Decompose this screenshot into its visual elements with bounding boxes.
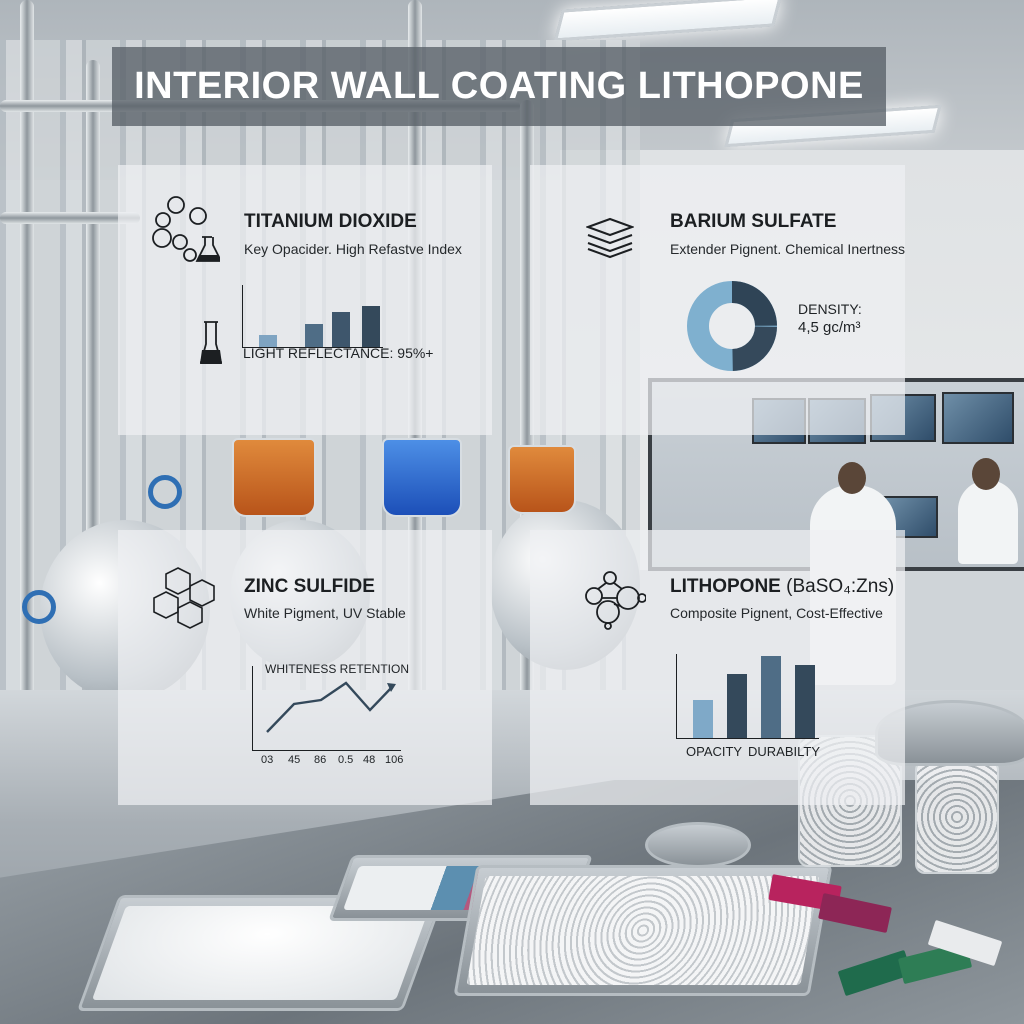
layers-icon (586, 217, 634, 259)
panel-subtitle: Key Opacider. High Refastve Index (244, 241, 462, 257)
light-reflectance-chart (242, 285, 383, 348)
x-tick: 106 (385, 754, 404, 766)
bar (761, 656, 781, 738)
page-title: INTERIOR WALL COATING LITHOPONE (134, 65, 864, 107)
molecule-flask-icon (152, 196, 220, 262)
panel-subtitle: Composite Pignent, Cost-Effective (670, 605, 883, 621)
bar (332, 312, 350, 347)
x-tick: 03 (261, 754, 274, 766)
bar (795, 665, 815, 738)
bar (693, 700, 713, 738)
powder-bowl (645, 822, 751, 868)
lithopone-title: LITHOPONE (670, 576, 781, 597)
x-tick: 45 (288, 754, 301, 766)
density-value: 4,5 gc/m³ (798, 319, 861, 336)
x-tick: 0.5 (338, 754, 354, 766)
panel-title: LITHOPONE (BaSO₄:Zns) (670, 576, 894, 598)
chart-title: WHITENESS RETENTION (265, 662, 410, 676)
bar (259, 335, 277, 347)
x-tick: 48 (363, 754, 376, 766)
opacity-durability-chart (676, 654, 819, 739)
whiteness-retention-chart: WHITENESS RETENTION (252, 662, 409, 751)
panel-subtitle: Extender Pignent. Chemical Inertness (670, 241, 906, 257)
panel-barium-sulfate: BARIUM SULFATE Extender Pignent. Chemica… (530, 165, 905, 435)
orange-vessel (508, 445, 576, 514)
blue-vessel (382, 438, 462, 517)
valve-wheel (148, 475, 182, 509)
molecule-network-icon (585, 571, 646, 630)
x-tick: OPACITY (686, 744, 743, 759)
beads-jar (915, 760, 999, 874)
title-banner: INTERIOR WALL COATING LITHOPONE (112, 47, 886, 126)
valve-wheel (22, 590, 56, 624)
density-donut-chart (687, 281, 777, 371)
monitor (942, 392, 1014, 444)
bar (727, 674, 747, 738)
panel-titanium-dioxide: TITANIUM DIOXIDE Key Opacider. High Refa… (118, 165, 492, 435)
chart-caption: LIGHT REFLECTANCE: 95%+ (243, 345, 434, 361)
hexagon-lattice-icon (153, 567, 215, 629)
flask-icon (200, 321, 222, 364)
pipe (0, 212, 140, 224)
bar (362, 306, 380, 347)
panel-lithopone: LITHOPONE (BaSO₄:Zns) Composite Pignent,… (530, 530, 905, 805)
panel-subtitle: White Pigment, UV Stable (244, 605, 406, 621)
panel-zinc-sulfide: ZINC SULFIDE White Pigment, UV Stable WH… (118, 530, 492, 805)
panel-title: ZINC SULFIDE (244, 576, 375, 597)
orange-vessel (232, 438, 316, 517)
scientist-head (972, 458, 1000, 490)
bar (305, 324, 323, 347)
density-label: DENSITY: (798, 301, 862, 317)
scientist (958, 480, 1018, 564)
x-tick: 86 (314, 754, 327, 766)
panel-title: TITANIUM DIOXIDE (244, 211, 417, 232)
x-tick: DURABILTY (748, 744, 820, 759)
line-series (266, 681, 396, 733)
scientist-head (838, 462, 866, 494)
lithopone-formula: (BaSO₄:Zns) (786, 576, 895, 597)
panel-title: BARIUM SULFATE (670, 211, 837, 232)
